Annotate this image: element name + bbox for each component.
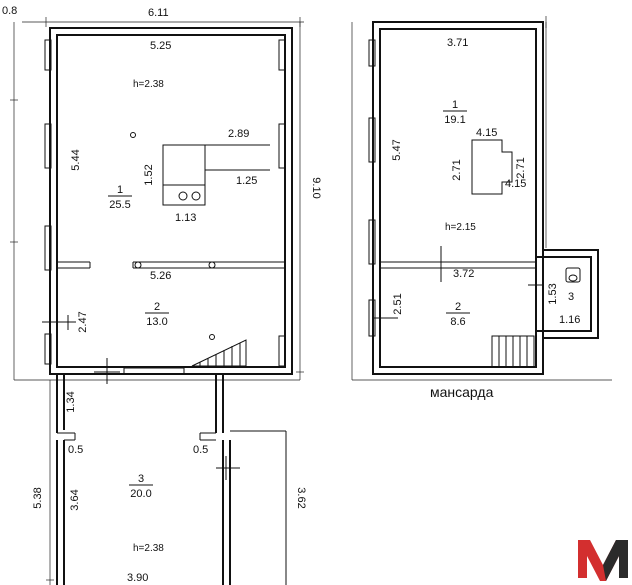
attic-caption: мансарда — [430, 384, 494, 400]
dim-veranda-right: 3.62 — [295, 487, 307, 508]
dim-partition: 5.26 — [150, 270, 171, 282]
attic-dim-width-top: 3.71 — [447, 37, 468, 49]
attic-dim-partition: 3.72 — [453, 268, 474, 280]
ground-room1-ceiling: h=2.38 — [133, 79, 164, 90]
dim-total-width: 6.11 — [148, 7, 169, 19]
dim-offset: 0.8 — [2, 5, 17, 17]
toilet-icon — [565, 267, 581, 283]
dim-door-right: 0.5 — [193, 444, 208, 456]
ground-room2-number: 2 — [154, 301, 160, 313]
attic-partition — [372, 246, 544, 319]
dim-veranda-width: 3.90 — [127, 572, 148, 584]
attic-room3-number: 3 — [568, 291, 574, 303]
ground-room2-area: 13.0 — [146, 316, 167, 328]
ground-veranda — [46, 374, 287, 585]
ground-floor: 0.8 6.11 5.25 5.44 9.10 h=2.38 2.89 1.52… — [2, 5, 322, 585]
ground-windows — [44, 39, 286, 375]
ground-partition-wall — [57, 261, 285, 269]
ground-door-ticks — [42, 315, 120, 384]
dim-stove-width: 1.13 — [175, 212, 196, 224]
attic-room1-number: 1 — [452, 99, 458, 111]
ground-room3-area: 20.0 — [130, 488, 151, 500]
dim-room2-height: 2.47 — [77, 311, 89, 332]
attic-stair-core — [471, 139, 513, 195]
dim-total-height: 9.10 — [310, 177, 322, 198]
dim-veranda-left: 3.64 — [69, 489, 81, 510]
dim-stair-width: 2.89 — [228, 128, 249, 140]
ground-room1-number: 1 — [117, 184, 123, 196]
attic-walls — [372, 21, 599, 375]
attic-dim-core-bottom: 4.15 — [505, 178, 526, 190]
attic-room1-area: 19.1 — [444, 114, 465, 126]
ground-room3-number: 3 — [138, 473, 144, 485]
ground-staircase — [191, 334, 247, 367]
dim-inner-width: 5.25 — [150, 40, 171, 52]
dim-veranda-outer: 5.38 — [32, 487, 44, 508]
attic-labels: 3.71 1 19.1 5.47 4.15 2.71 2.71 4.15 h=2… — [391, 37, 580, 400]
attic-room2-number: 2 — [455, 301, 461, 313]
ground-room3-ceiling: h=2.38 — [133, 543, 164, 554]
attic-floor: 3.71 1 19.1 5.47 4.15 2.71 2.71 4.15 h=2… — [351, 16, 612, 400]
attic-dim-core-right: 2.71 — [515, 157, 527, 178]
attic-dim-bath-height: 1.53 — [547, 283, 559, 304]
attic-dim-height: 5.47 — [391, 139, 403, 160]
ground-stove-block — [130, 132, 270, 206]
dim-height-left: 5.44 — [70, 149, 82, 170]
ground-room1-area: 25.5 — [109, 199, 130, 211]
attic-dim-bath-width: 1.16 — [559, 314, 580, 326]
attic-room2-area: 8.6 — [450, 316, 465, 328]
m-logo — [578, 540, 628, 581]
attic-dim-core-left: 2.71 — [451, 159, 463, 180]
dim-door-left: 0.5 — [68, 444, 83, 456]
attic-staircase — [491, 335, 535, 368]
attic-dimension-frame — [351, 16, 612, 381]
ground-labels: 0.8 6.11 5.25 5.44 9.10 h=2.38 2.89 1.52… — [2, 5, 322, 584]
dim-stair-height: 1.52 — [143, 164, 155, 185]
attic-dim-core-top: 4.15 — [476, 127, 497, 139]
attic-room1-ceiling: h=2.15 — [445, 222, 476, 233]
dim-stair-step: 1.25 — [236, 175, 257, 187]
attic-dim-room2-height: 2.51 — [392, 293, 404, 314]
dim-porch-offset: 1.34 — [65, 391, 77, 412]
ground-dimension-frame — [10, 17, 304, 381]
